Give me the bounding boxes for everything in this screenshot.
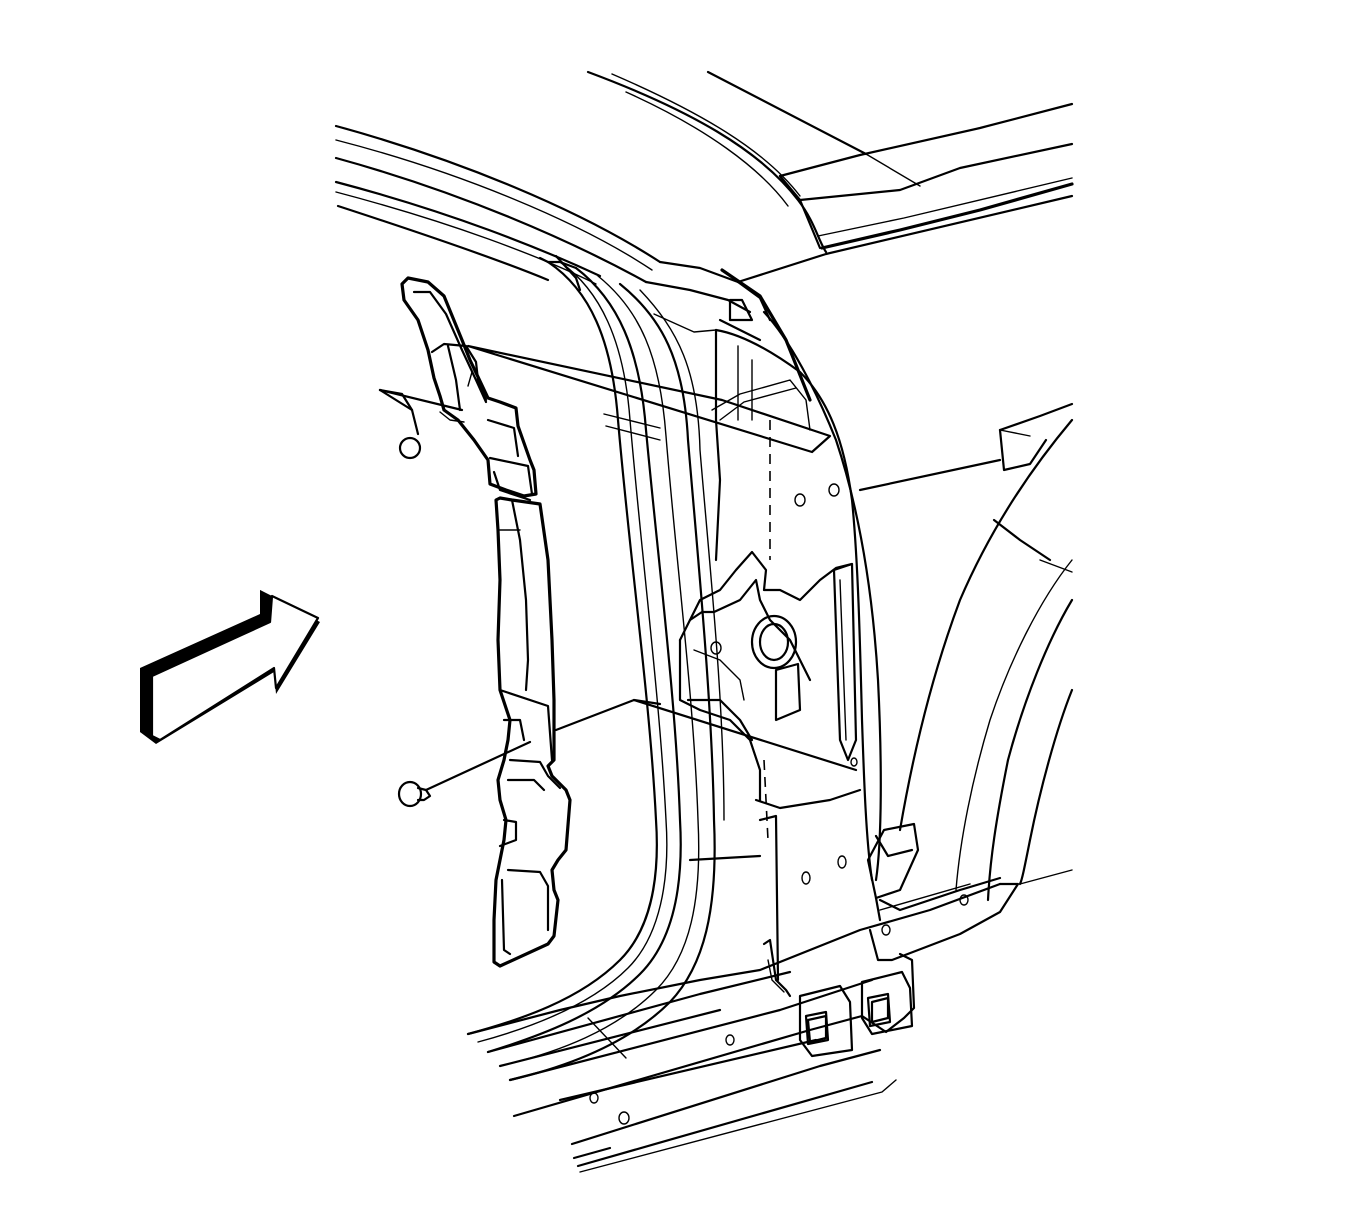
push-pin-retainer-upper <box>378 388 422 460</box>
roof-panel <box>586 70 1074 284</box>
pillar-trim-panel-upper <box>400 276 538 502</box>
push-pin-retainer-lower <box>397 780 432 808</box>
leader-lines <box>378 344 858 792</box>
view-direction-arrow <box>140 590 320 744</box>
rear-wheelhouse <box>898 418 1074 902</box>
body-pillar-inner-panel <box>678 310 1074 998</box>
rocker-panel <box>466 822 1020 1173</box>
roof-rail <box>334 124 812 402</box>
pillar-trim-panel-lower <box>492 496 572 968</box>
